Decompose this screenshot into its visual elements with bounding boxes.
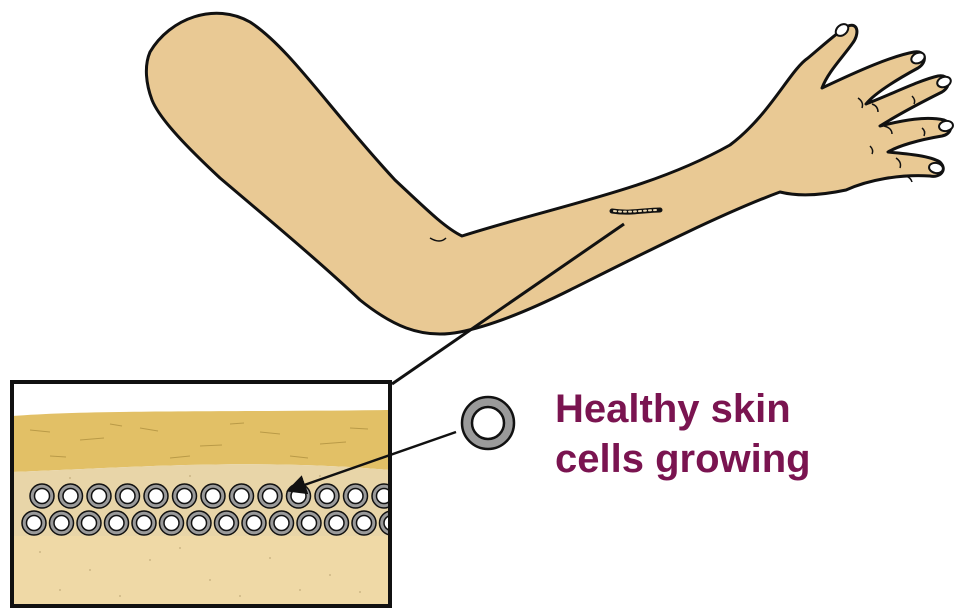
cell-ring-icon [77, 511, 101, 535]
cell-ring-icon [230, 484, 254, 508]
cell-ring-icon [372, 484, 396, 508]
cells-caption: Healthy skin cells growing [555, 384, 855, 484]
cell-ring-icon [258, 484, 282, 508]
cell-ring-icon [201, 484, 225, 508]
cell-ring-icon [50, 511, 74, 535]
cell-ring-icon [144, 484, 168, 508]
arm-outline [146, 13, 950, 334]
cell-ring-icon [30, 484, 54, 508]
cell-ring-icon [215, 511, 239, 535]
cell-ring-icon [22, 511, 46, 535]
cell-ring-icon [462, 397, 514, 449]
cell-ring-icon [132, 511, 156, 535]
cell-ring-icon [344, 484, 368, 508]
cell-ring-icon [173, 484, 197, 508]
cell-ring-icon [270, 511, 294, 535]
cell-ring-icon [297, 511, 321, 535]
cell-ring-icon [116, 484, 140, 508]
cell-ring-icon [160, 511, 184, 535]
cell-ring-icon [325, 511, 349, 535]
cell-ring-icon [242, 511, 266, 535]
cell-ring-icon [352, 511, 376, 535]
arm [146, 13, 953, 334]
cell-ring-icon [315, 484, 339, 508]
caption-line-2: cells growing [555, 434, 855, 484]
caption-line-1: Healthy skin [555, 384, 855, 434]
scar-icon [612, 210, 660, 212]
cell-ring-icon [105, 511, 129, 535]
skin-cross-section [12, 382, 404, 606]
cell-ring-icon [187, 511, 211, 535]
cell-ring-icon [87, 484, 111, 508]
cell-ring-icon [59, 484, 83, 508]
